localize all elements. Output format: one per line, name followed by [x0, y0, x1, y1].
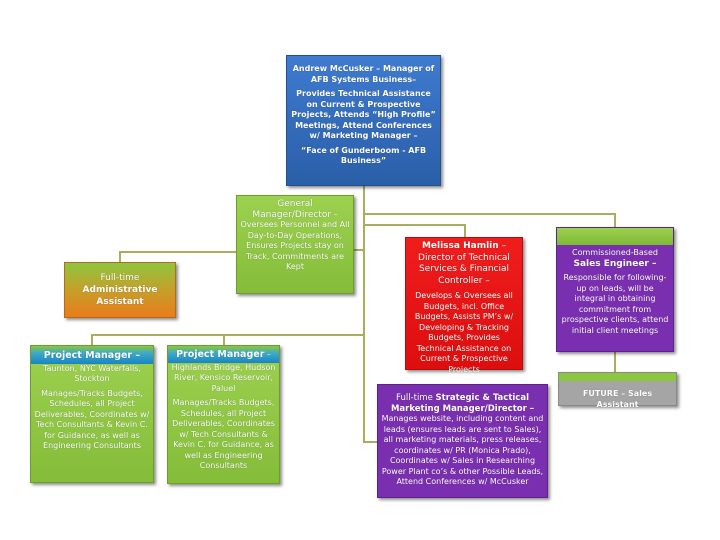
green-top-strip — [559, 373, 676, 381]
node-general-manager: General Manager/Director – Oversees Pers… — [236, 195, 354, 294]
node-dash: – — [264, 350, 271, 359]
node-marketing-manager: Full-time Strategic & Tactical Marketing… — [377, 384, 548, 498]
node-title: FUTURE – Sales Assistant — [582, 389, 653, 409]
node-title: Project Manager — [176, 349, 265, 360]
node-role: – Director of Technical Services & Finan… — [418, 241, 510, 286]
node-admin-assistant: Full-time Administrative Assistant — [64, 262, 176, 318]
node-desc: Responsible for following-up on leads, w… — [561, 273, 669, 335]
node-title: General Manager/Director — [252, 199, 332, 220]
node-prefix: Commissioned-Based — [572, 248, 658, 257]
node-desc: Manages/Tracks Budgets, Schedules, all P… — [172, 398, 275, 470]
blue-header: Project Manager – — [31, 346, 153, 364]
node-desc: Oversees Personnel and All Day-to-Day Op… — [240, 220, 350, 271]
node-project-manager-1: Project Manager – Taunton, NYC Waterfall… — [30, 345, 154, 483]
node-sales-engineer: Commissioned-Based Sales Engineer – Resp… — [556, 227, 674, 352]
node-melissa-hamlin: Melissa Hamlin – Director of Technical S… — [405, 237, 523, 374]
node-desc: Manages/Tracks Budgets, Schedules, all P… — [34, 388, 150, 451]
node-future-sales-assistant: FUTURE – Sales Assistant — [558, 372, 677, 409]
node-dash: – — [331, 209, 338, 219]
node-prefix: Full-time — [100, 273, 140, 283]
node-title: Sales Engineer – — [573, 258, 657, 269]
connector-sales — [364, 213, 616, 227]
node-title: Andrew McCusker – Manager of AFB Systems… — [292, 64, 435, 84]
node-sites: Highlands Bridge, Hudson River, Kensico … — [171, 362, 276, 393]
connector-pm — [91, 334, 364, 345]
blue-header: Project Manager – — [168, 346, 279, 363]
connector-melissa — [364, 224, 466, 237]
node-desc: Manages website, including content and l… — [381, 414, 544, 486]
node-project-manager-2: Project Manager – Highlands Bridge, Huds… — [167, 345, 280, 484]
node-title: Project Manager – — [43, 350, 141, 361]
connector-admin — [119, 251, 236, 262]
node-title: Administrative Assistant — [82, 285, 158, 307]
node-quote: “Face of Gunderboom - AFB Business” — [300, 145, 427, 166]
node-prefix: Full-time — [396, 393, 436, 403]
node-title: Strategic & Tactical Marketing Manager/D… — [390, 393, 535, 414]
node-name: Melissa Hamlin — [421, 241, 499, 251]
connector-trunk — [363, 186, 377, 443]
node-sites: Taunton, NYC Waterfalls, Stockton — [43, 363, 141, 384]
node-manager-afb: Andrew McCusker – Manager of AFB Systems… — [286, 55, 441, 186]
green-top-strip — [557, 228, 673, 245]
node-desc: Provides Technical Assistance on Current… — [291, 89, 436, 140]
node-desc: Develops & Oversees all Budgets, incl. O… — [414, 291, 514, 374]
